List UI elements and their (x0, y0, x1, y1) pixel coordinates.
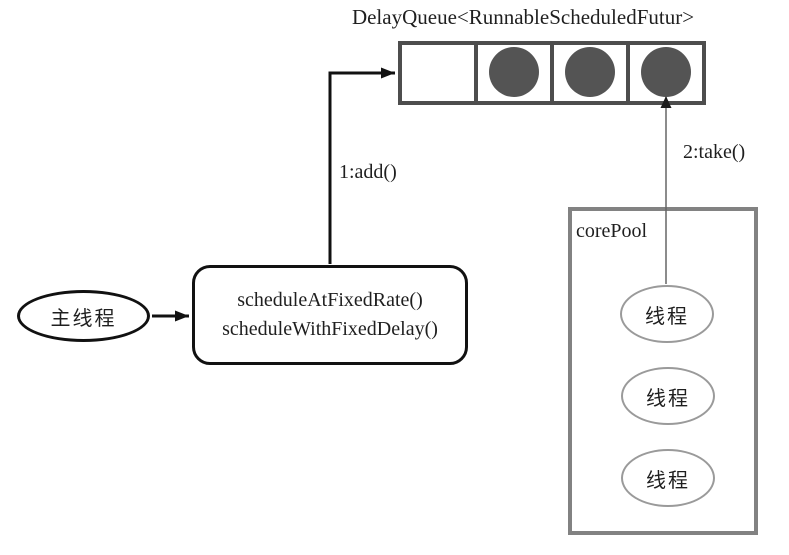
queue-cell (474, 45, 550, 101)
thread-ellipse: 线程 (621, 449, 715, 507)
core-pool-box: corePool 线程 线程 线程 (568, 207, 758, 535)
delay-queue (398, 41, 706, 105)
take-label: 2:take() (683, 141, 746, 163)
queue-cell-empty (402, 45, 474, 101)
scheduler-method-1: scheduleAtFixedRate() (237, 289, 423, 311)
main-thread-ellipse: 主线程 (17, 290, 150, 342)
thread-ellipse: 线程 (620, 285, 714, 343)
task-circle (489, 46, 539, 97)
thread-ellipse: 线程 (621, 367, 715, 425)
add-label: 1:add() (339, 161, 397, 183)
queue-title: DelayQueue<RunnableScheduledFutur> (351, 5, 695, 29)
scheduler-method-2: scheduleWithFixedDelay() (222, 318, 438, 340)
queue-cell (626, 45, 702, 101)
scheduler-box: scheduleAtFixedRate() scheduleWithFixedD… (192, 265, 468, 365)
core-pool-label: corePool (576, 220, 648, 242)
task-circle (565, 46, 615, 97)
queue-cell (550, 45, 626, 101)
task-circle (641, 46, 691, 97)
